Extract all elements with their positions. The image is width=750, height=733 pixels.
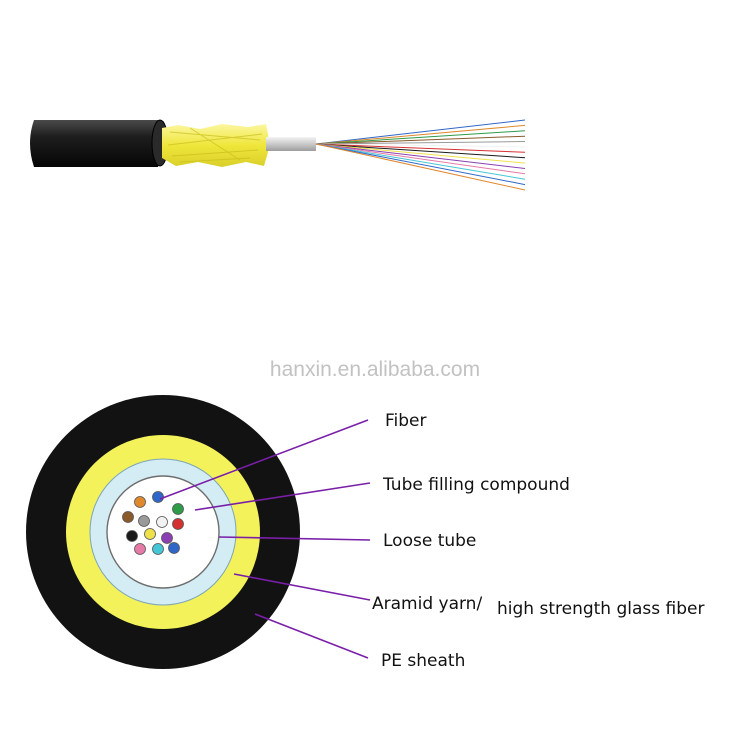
leader-lines (159, 419, 371, 659)
fiber-dot (172, 518, 184, 530)
cable-jacket (30, 120, 161, 167)
fiber-strand (315, 143, 526, 153)
fiber-strand (315, 143, 526, 191)
fiber-strand (315, 141, 526, 145)
fiber-dot (134, 496, 146, 508)
loose-tube-section (266, 137, 316, 151)
fiber-strand (315, 143, 526, 159)
label-fiber: Fiber (385, 411, 427, 431)
watermark-text: hanxin.en.alibaba.com (270, 358, 480, 381)
fiber-dot (138, 515, 150, 527)
cable-side-view (30, 119, 526, 191)
cable-cross-section (26, 395, 300, 669)
fiber-strand (315, 143, 526, 148)
leader-loose-tube (218, 536, 371, 541)
fiber-dot (161, 532, 173, 544)
leader-fiber (159, 419, 369, 500)
fiber-dot (144, 528, 156, 540)
fiber-fan (315, 119, 526, 191)
fiber-strand (315, 143, 526, 175)
leader-aramid-yarn (233, 573, 371, 601)
fiber-dot (134, 543, 146, 555)
label-tube-filling-compound: Tube filling compound (382, 475, 570, 495)
fiber-dot (168, 542, 180, 554)
fiber-strand (315, 143, 526, 164)
fiber-dot (126, 530, 138, 542)
fiber-strand (315, 143, 526, 180)
fiber-strand (315, 119, 526, 145)
yarn-texture (167, 127, 263, 163)
fiber-strand (315, 124, 526, 145)
fiber-strand (315, 143, 526, 169)
fiber-strand (315, 135, 526, 145)
fiber-dot (122, 511, 134, 523)
leader-tube-filling (194, 482, 371, 511)
label-loose-tube: Loose tube (383, 531, 476, 551)
fiber-dot (156, 516, 168, 528)
fiber-strand (315, 130, 526, 145)
label-aramid-yarn: Aramid yarn/ (372, 594, 482, 614)
label-pe-sheath: PE sheath (381, 651, 465, 671)
leader-pe-sheath (254, 613, 369, 659)
fiber-strand (315, 143, 526, 186)
aramid-yarn-strands (162, 124, 270, 167)
fiber-dot (152, 491, 164, 503)
fiber-dot (172, 503, 184, 515)
fiber-dot (152, 543, 164, 555)
fiber-bundle (122, 491, 184, 555)
loose-tube-inner (106, 475, 220, 589)
label-high-strength-glass-fiber: high strength glass fiber (497, 599, 704, 619)
